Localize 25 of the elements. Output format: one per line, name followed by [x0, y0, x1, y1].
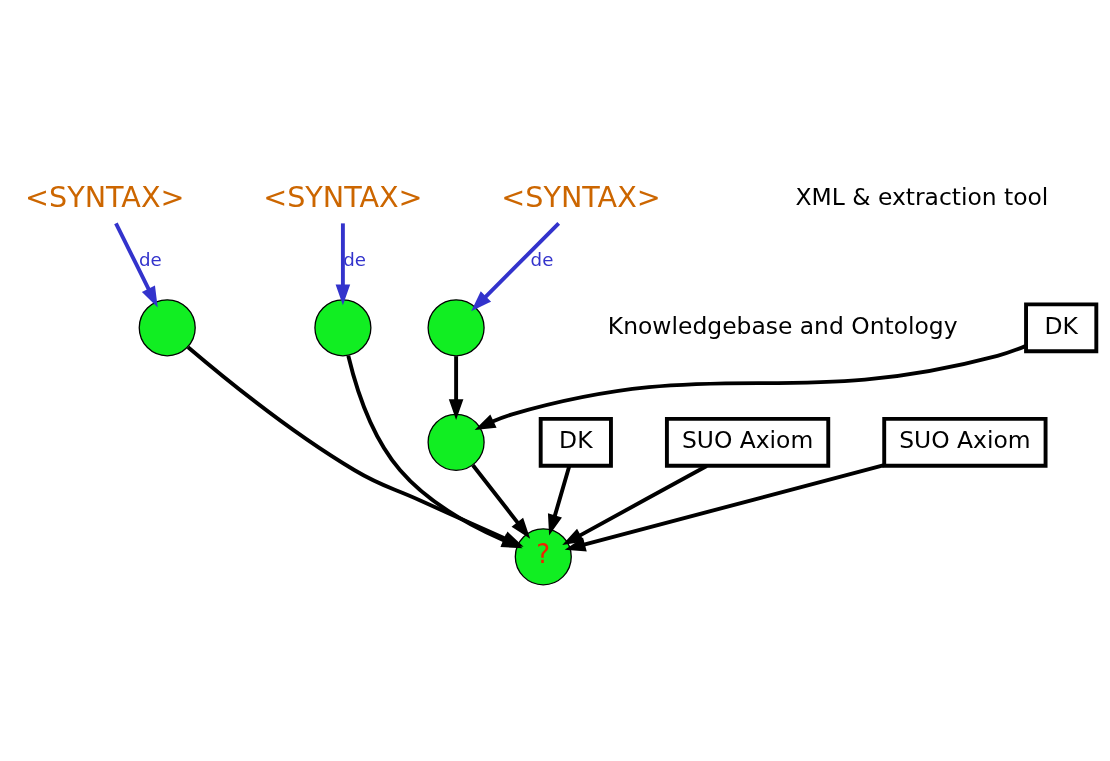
label: XML & extraction tool	[795, 183, 1049, 212]
node-box: DK	[1024, 302, 1099, 354]
node-text: <SYNTAX>	[263, 179, 423, 214]
node-box: SUO Axiom	[882, 416, 1048, 468]
node-circle	[427, 299, 485, 357]
label: Knowledgebase and Ontology	[607, 311, 958, 340]
arrow	[474, 344, 1027, 431]
node-box: SUO Axiom	[664, 416, 831, 468]
arrow	[448, 356, 464, 421]
node-text: <SYNTAX>	[25, 179, 185, 214]
node-box: DK	[538, 416, 613, 468]
arrow	[471, 464, 531, 539]
node-circle	[314, 299, 372, 357]
node-circle	[427, 413, 485, 471]
arrow	[335, 223, 351, 306]
node-circle: ?	[514, 528, 572, 586]
arrow	[562, 464, 708, 546]
arrow	[471, 222, 561, 312]
arrow	[114, 222, 158, 308]
edge-label: de	[530, 249, 554, 271]
node-text: <SYNTAX>	[501, 179, 661, 214]
arrow	[547, 465, 572, 536]
arrow	[564, 463, 885, 552]
edge-label: de	[138, 249, 162, 271]
node-circle	[138, 299, 196, 357]
